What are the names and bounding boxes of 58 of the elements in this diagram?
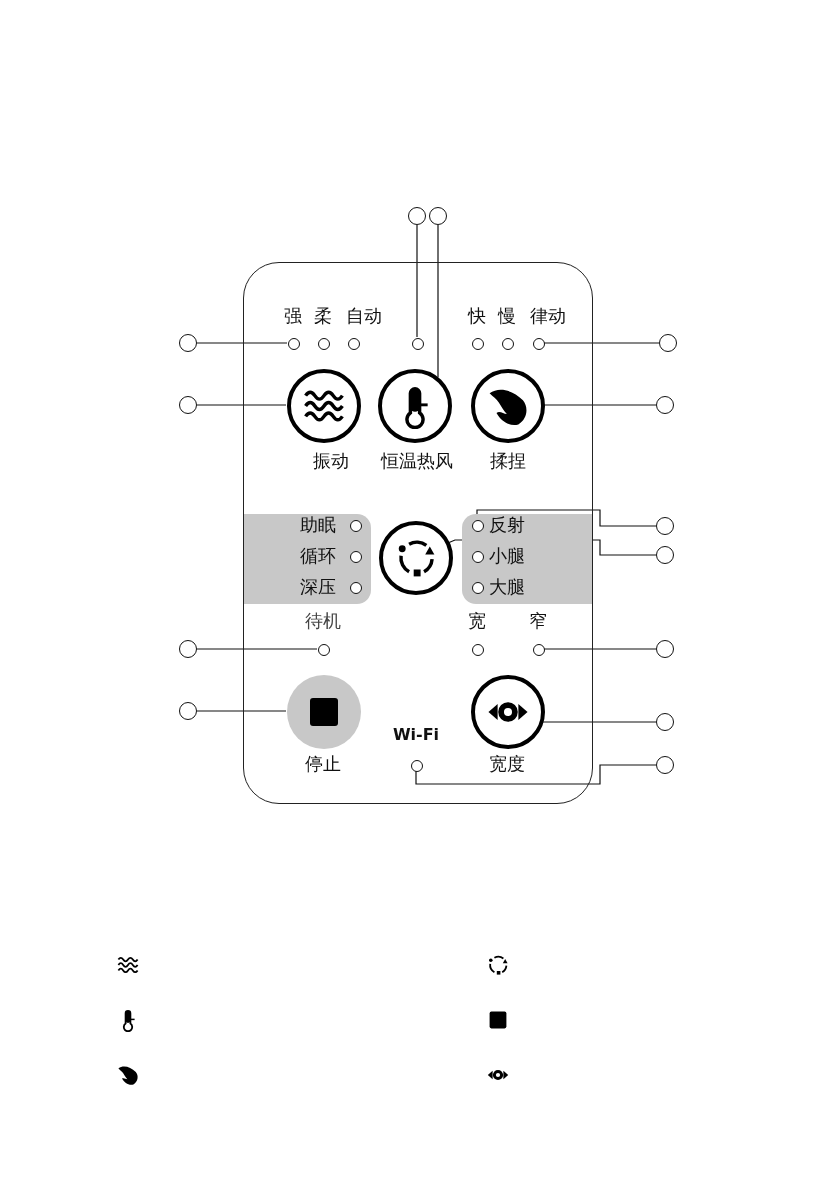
leader-line <box>196 404 287 406</box>
indicator-light <box>318 644 330 656</box>
leader-line <box>196 342 288 344</box>
callout-circle <box>659 334 677 352</box>
leader-line <box>437 224 439 379</box>
callout-circle <box>656 517 674 535</box>
callout-circle <box>179 702 197 720</box>
leader-line <box>543 404 657 406</box>
panel-label: 慢 <box>498 306 516 326</box>
leader-line <box>476 509 657 527</box>
callout-circle <box>656 756 674 774</box>
callout-circle <box>179 334 197 352</box>
callout-circle <box>656 546 674 564</box>
panel-label: 窄 <box>529 611 547 631</box>
panel-label: 待机 <box>305 611 341 631</box>
indicator-light <box>412 338 424 350</box>
panel-label: 柔 <box>314 306 332 326</box>
indicator-light <box>318 338 330 350</box>
callout-circle <box>179 640 197 658</box>
panel-label: 小腿 <box>489 546 525 566</box>
panel-label: 大腿 <box>489 577 525 597</box>
leader-line <box>196 710 287 712</box>
indicator-light <box>533 644 545 656</box>
panel-label: 循环 <box>300 546 336 566</box>
indicator-light <box>411 760 423 772</box>
callout-circle <box>429 207 447 225</box>
callout-circle <box>656 396 674 414</box>
panel-label: 振动 <box>313 451 349 471</box>
leader-line <box>415 764 657 785</box>
indicator-light <box>502 338 514 350</box>
leader-line <box>416 224 418 338</box>
panel-label: Wi-Fi <box>392 725 440 745</box>
leader-line <box>541 721 657 723</box>
callout-circle <box>656 640 674 658</box>
indicator-light <box>288 338 300 350</box>
indicator-light <box>348 338 360 350</box>
callout-circle <box>656 713 674 731</box>
leader-line <box>543 648 657 650</box>
panel-label: 律动 <box>530 306 566 326</box>
control-panel <box>243 262 593 804</box>
panel-label: 反射 <box>489 515 525 535</box>
panel-label: 深压 <box>300 577 336 597</box>
panel-label: 自动 <box>346 306 382 326</box>
leader-line <box>448 539 657 556</box>
panel-label: 恒温热风 <box>381 451 453 471</box>
leader-line <box>543 342 660 344</box>
panel-label: 强 <box>284 306 302 326</box>
indicator-light <box>472 338 484 350</box>
panel-label: 助眠 <box>300 515 336 535</box>
callout-circle <box>179 396 197 414</box>
panel-label: 揉捏 <box>490 451 526 471</box>
indicator-light <box>472 644 484 656</box>
panel-label: 宽度 <box>489 754 525 774</box>
panel-label: 宽 <box>468 611 486 631</box>
indicator-light <box>533 338 545 350</box>
panel-label: 快 <box>468 306 486 326</box>
leader-line <box>196 648 318 650</box>
callout-circle <box>408 207 426 225</box>
